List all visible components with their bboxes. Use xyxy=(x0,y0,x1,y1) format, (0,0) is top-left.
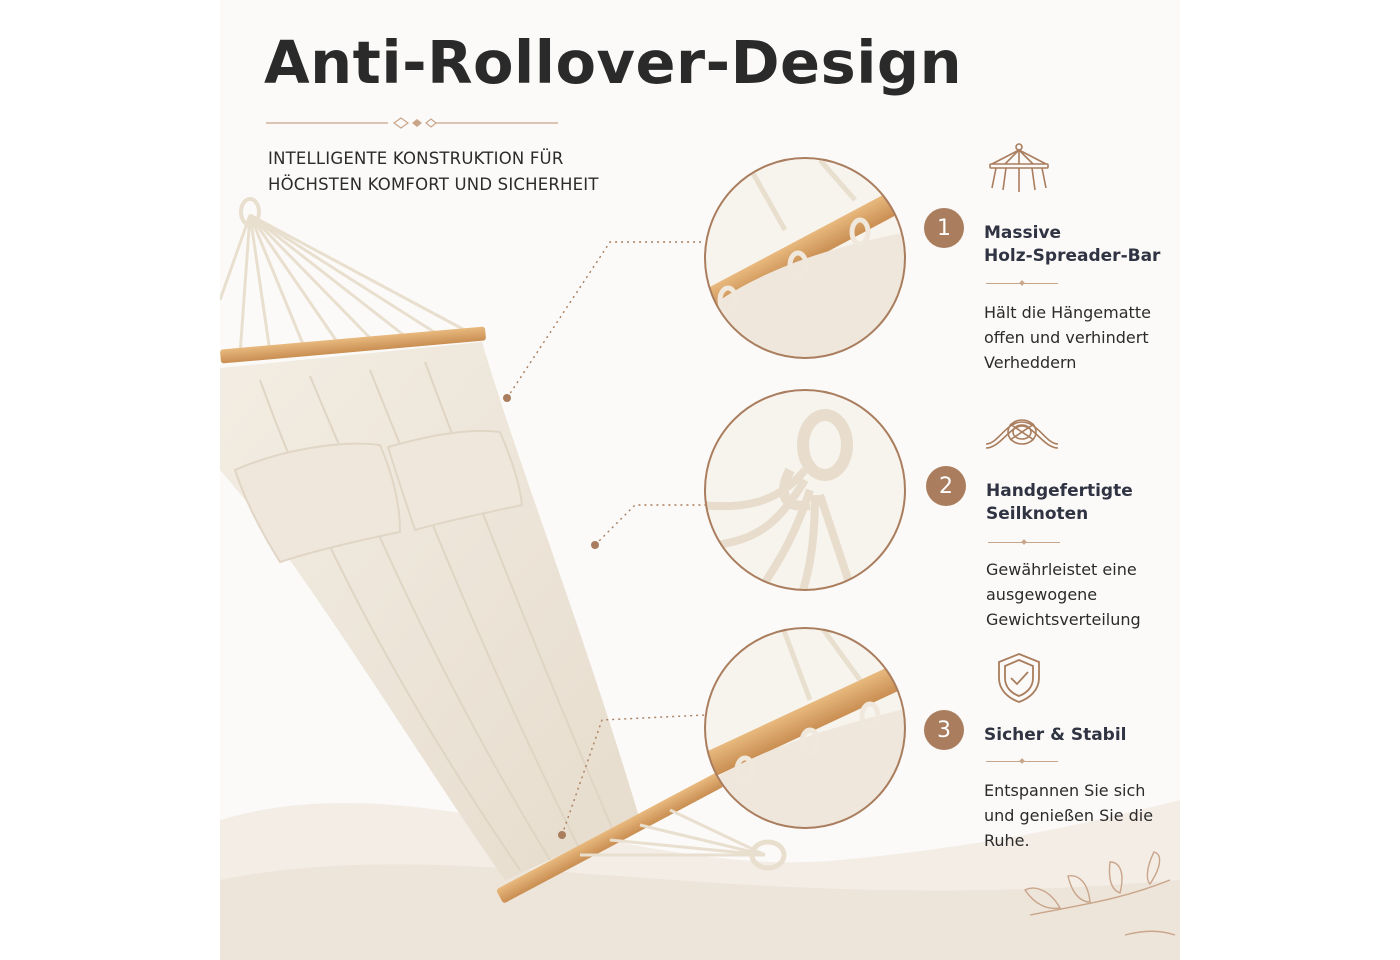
feature-divider-2 xyxy=(988,542,1060,543)
product-panel xyxy=(220,0,1180,960)
detail-circle-rope-knot xyxy=(704,389,906,591)
feature-number-2: 2 xyxy=(926,466,966,506)
title-divider xyxy=(266,117,558,129)
subtitle-line-1: INTELLIGENTE KONSTRUKTION FÜR xyxy=(268,149,564,168)
detail-circle-stable xyxy=(704,627,906,829)
feature-divider-3 xyxy=(986,761,1058,762)
leaf-decoration xyxy=(1023,851,1176,936)
feature-description-2-line-2: ausgewogene xyxy=(986,585,1098,604)
feature-description-2: Gewährleistet eine ausgewogene Gewichtsv… xyxy=(986,557,1141,632)
feature-description-1-line-1: Hält die Hängematte xyxy=(984,303,1151,322)
feature-heading-1: Massive Holz-Spreader-Bar xyxy=(984,222,1160,268)
feature-description-2-line-1: Gewährleistet eine xyxy=(986,560,1137,579)
feature-description-3: Entspannen Sie sich und genießen Sie die… xyxy=(984,778,1153,853)
hammock-top-ropes xyxy=(220,213,473,356)
background-wave-lower xyxy=(220,864,1180,960)
feature-number-1: 1 xyxy=(924,208,964,248)
feature-description-2-line-3: Gewichtsverteilung xyxy=(986,610,1141,629)
fabric-folds xyxy=(259,361,616,871)
feature-heading-2: Handgefertigte Seilknoten xyxy=(986,480,1133,526)
bottom-spreader-bar xyxy=(496,773,724,903)
page-title: Anti-Rollover-Design xyxy=(264,28,963,97)
feature-description-1-line-3: Verheddern xyxy=(984,353,1077,372)
feature-heading-2-line-1: Handgefertigte xyxy=(986,481,1133,501)
feature-heading-3: Sicher & Stabil xyxy=(984,724,1127,747)
pillows xyxy=(233,429,524,564)
feature-heading-1-line-2: Holz-Spreader-Bar xyxy=(984,246,1161,266)
feature-heading-3-line-1: Sicher & Stabil xyxy=(984,725,1127,745)
hammock-fabric xyxy=(220,342,640,880)
feature-description-3-line-3: Ruhe. xyxy=(984,831,1030,850)
detail-circle-spreader-bar xyxy=(704,157,906,359)
subtitle-line-2: HÖCHSTEN KOMFORT UND SICHERHEIT xyxy=(268,175,599,194)
hammock-bottom-ropes xyxy=(580,808,766,857)
feature-number-3: 3 xyxy=(924,710,964,750)
hammock-illustration xyxy=(220,157,1180,960)
feature-description-1: Hält die Hängematte offen und verhindert… xyxy=(984,300,1151,375)
feature-heading-2-line-2: Seilknoten xyxy=(986,504,1089,524)
spreader-bar-icon xyxy=(989,143,1049,192)
feature-description-3-line-2: und genießen Sie die xyxy=(984,806,1154,825)
feature-heading-1-line-1: Massive xyxy=(984,223,1062,243)
top-spreader-bar xyxy=(220,326,486,364)
feature-divider-1 xyxy=(986,283,1058,284)
feature-description-3-line-1: Entspannen Sie sich xyxy=(984,781,1146,800)
feature-description-1-line-2: offen und verhindert xyxy=(984,328,1149,347)
leader-lines xyxy=(506,241,706,836)
page-subtitle: INTELLIGENTE KONSTRUKTION FÜR HÖCHSTEN K… xyxy=(268,146,688,198)
rope-knot-icon xyxy=(985,419,1059,449)
shield-check-icon xyxy=(998,653,1040,703)
